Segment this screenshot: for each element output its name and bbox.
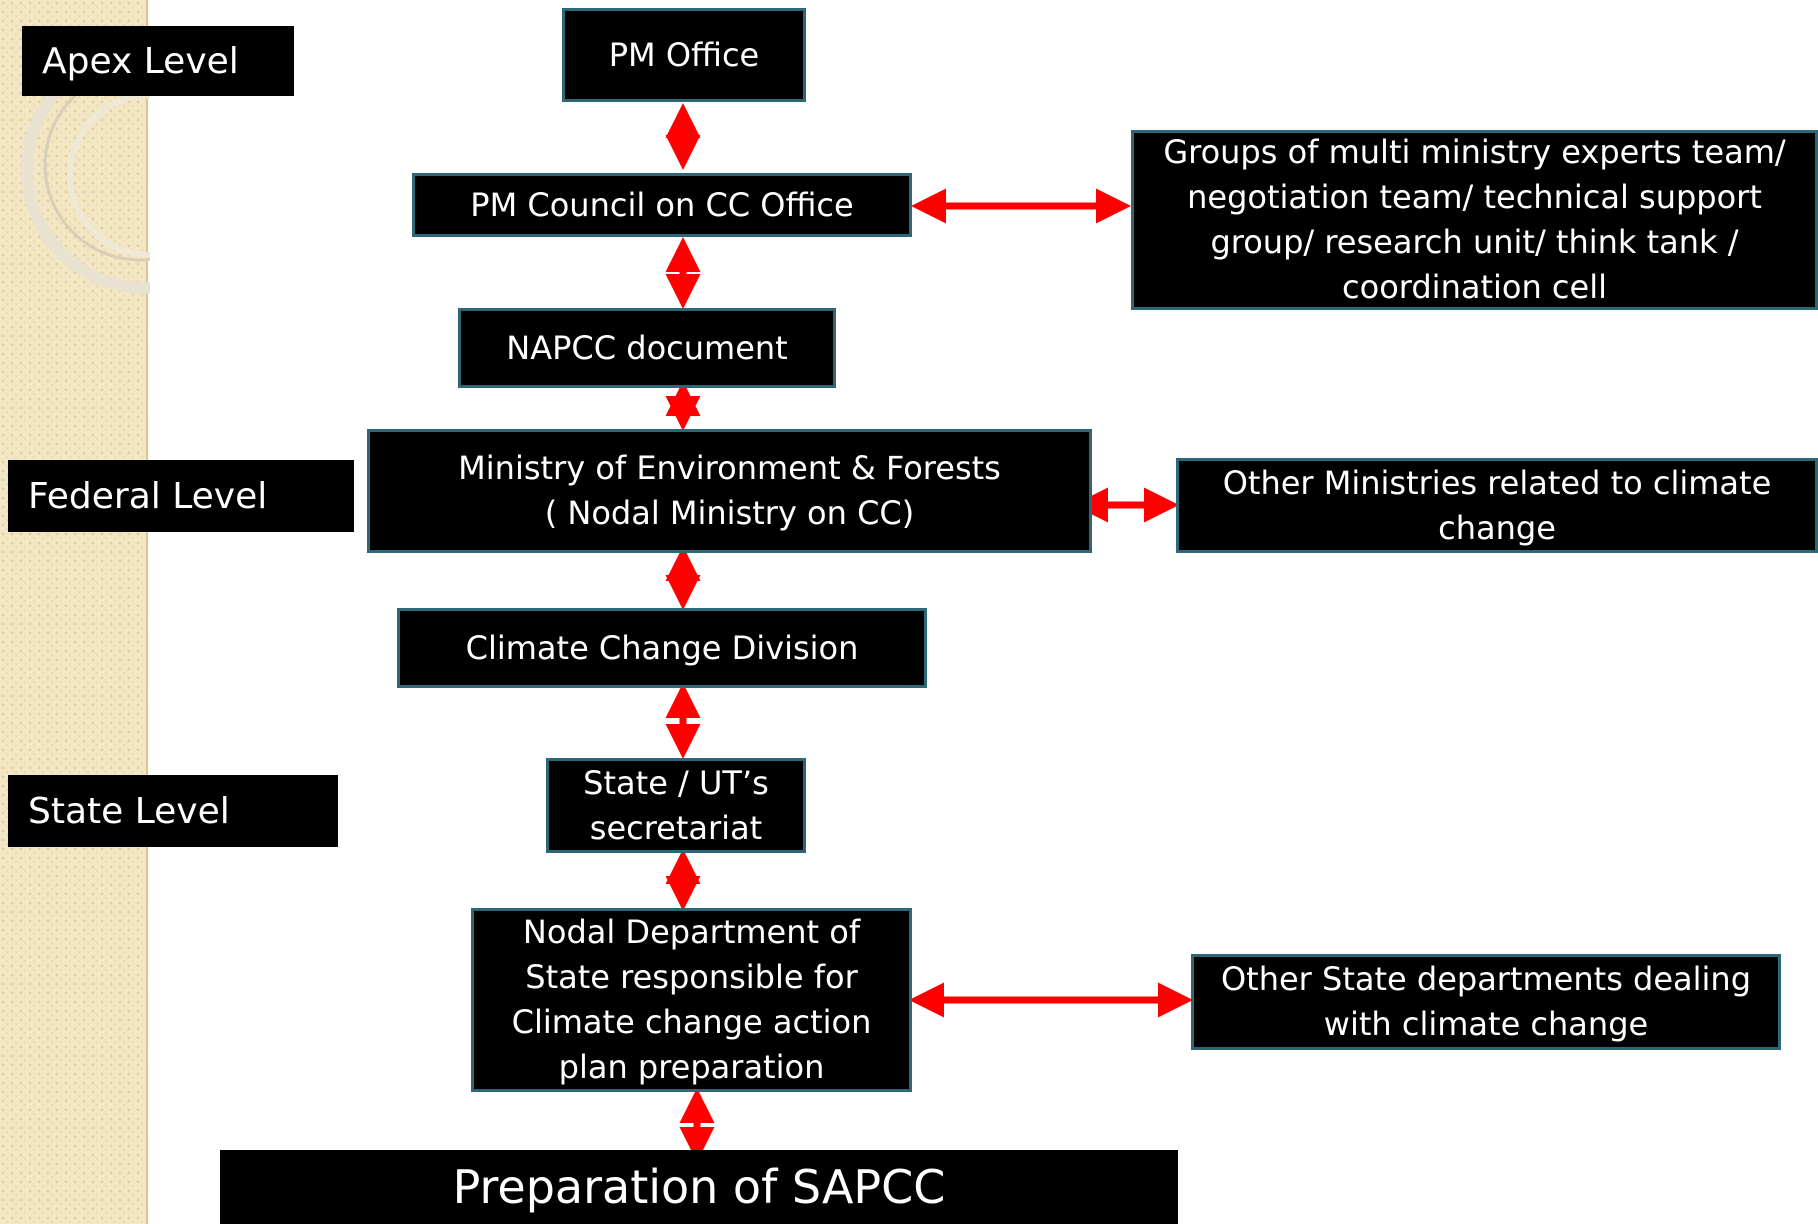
napcc-document-box: NAPCC document (458, 308, 836, 388)
pm-office-box: PM Office (562, 8, 806, 102)
expert-groups-box: Groups of multi ministry experts team/ n… (1131, 130, 1818, 310)
cc-division-box: Climate Change Division (397, 608, 927, 688)
other-state-departments-box: Other State departments dealing with cli… (1191, 954, 1781, 1050)
side-band-edge (146, 0, 148, 1224)
preparation-of-sapcc-box: Preparation of SAPCC (220, 1150, 1178, 1224)
other-ministries-box: Other Ministries related to climate chan… (1176, 458, 1818, 553)
state-secretariat-box: State / UT’s secretariat (546, 758, 806, 853)
nodal-department-box: Nodal Department of State responsible fo… (471, 908, 912, 1092)
state-level-label: State Level (8, 775, 338, 847)
federal-level-label: Federal Level (8, 460, 354, 532)
moef-box: Ministry of Environment & Forests ( Noda… (367, 429, 1092, 553)
pm-council-box: PM Council on CC Office (412, 173, 912, 237)
apex-level-label: Apex Level (22, 26, 294, 96)
